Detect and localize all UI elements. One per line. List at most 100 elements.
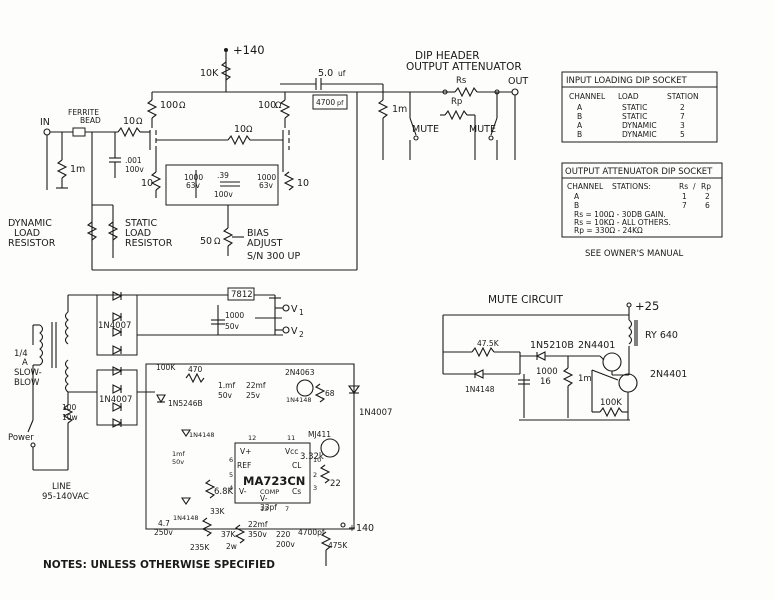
output-table-header-slash: / — [693, 182, 696, 191]
cap-47: 4.7 — [158, 519, 170, 528]
input-table-header-station: STATION — [667, 92, 699, 101]
cap-220-v: 200v — [276, 540, 295, 549]
cap-1mf-50: 1mf — [172, 450, 185, 458]
zener-1n5210b: 1N5210B — [530, 340, 574, 351]
cap-5uf-unit: uf — [338, 69, 346, 78]
r-100k: 100K — [156, 363, 176, 372]
transistor-2n4401-a: 2N4401 — [578, 340, 615, 351]
r-1m-input: 1m — [70, 164, 85, 175]
table-cell: A — [577, 121, 583, 130]
table-cell: 7 — [680, 112, 685, 121]
r-100-left: 100 — [160, 100, 178, 111]
r-100-10w: 100 — [62, 403, 77, 412]
supply-label-bottom: +140 — [348, 523, 374, 534]
zener-1n5246b: 1N5246B — [168, 399, 203, 408]
transistor-2n4401-b: 2N4401 — [650, 369, 687, 380]
pin-12: 12 — [248, 434, 256, 442]
r-100-10w-power: 10w — [62, 413, 78, 422]
r-100k-mute: 100K — [600, 398, 622, 408]
r-475k: 475K — [328, 541, 348, 550]
table-cell: 1 — [682, 192, 687, 201]
fuse-slow: SLOW- — [14, 368, 42, 378]
table-cell: B — [577, 130, 582, 139]
mute-switch-b: MUTE — [469, 124, 496, 135]
cap-22mf-v: 25v — [246, 391, 261, 400]
bead-label: BEAD — [80, 116, 101, 125]
output-table-header-rp: Rp — [701, 182, 711, 191]
pin-4: 4 — [229, 484, 233, 492]
transistor-mj411: MJ411 — [308, 430, 331, 439]
cap-1000-psu: 1000 — [225, 311, 244, 320]
transistor-2n4063: 2N4063 — [285, 368, 315, 377]
ic-pin-vplus: V+ — [240, 447, 251, 456]
rp-label: Rp — [451, 97, 462, 107]
cap-22mf-bottom: 22mf — [248, 520, 268, 529]
hv-regulator-section: 100K 470 1.mf 50v 22mf 25v 2N4063 1N4148… — [137, 363, 392, 566]
r-475k-mute: 47.5K — [477, 339, 500, 348]
diode-1n4148-c: 1N4148 — [173, 514, 199, 522]
rs-label: Rs — [456, 76, 467, 86]
pin-6: 6 — [229, 456, 233, 464]
r-1m-mute: 1m — [578, 374, 592, 384]
r-10-source-left: 10 — [141, 178, 153, 189]
table-cell: B — [574, 201, 579, 210]
relay-label: RY 640 — [645, 330, 678, 341]
v2-label: V — [291, 326, 298, 337]
cap-220: 220 — [276, 530, 291, 539]
ohm-left: Ω — [179, 101, 186, 111]
static-load-label: LOAD — [125, 228, 151, 239]
r-33k: 33K — [210, 507, 226, 516]
see-manual-note: SEE OWNER'S MANUAL — [585, 249, 684, 259]
output-table-note: Rs = 10KΩ - ALL OTHERS. — [574, 218, 671, 227]
ic-pin-cs: Cs — [292, 487, 301, 496]
pin-2: 2 — [313, 471, 317, 479]
cap-33pf: 33pf — [260, 503, 277, 512]
output-table-header-channel: CHANNEL — [567, 182, 604, 191]
top-preamp-section: +140 10K 5.0 uf 4700 pf 100 Ω 100 Ω — [8, 43, 528, 271]
r-10-gate-mid: 10 — [234, 124, 246, 135]
ic-pin-vminus: V- — [260, 494, 268, 503]
table-row: B DYNAMIC 5 — [577, 130, 685, 139]
cap-1mf-v: 50v — [218, 391, 233, 400]
r-10-gate-left: 10 — [123, 116, 135, 127]
ohm-gl: Ω — [136, 117, 143, 127]
diode-1n4148-a: 1N4148 — [286, 396, 312, 404]
r-470: 470 — [188, 365, 203, 374]
r-235k: 235K — [190, 543, 210, 552]
line-voltage-label: 95-140VAC — [42, 492, 89, 502]
dynamic-label: DYNAMIC — [8, 218, 52, 229]
ic-pin-vcc: Vcc — [285, 447, 298, 456]
input-table-header-load: LOAD — [618, 92, 639, 101]
cap-5uf-value: 5.0 — [318, 68, 333, 79]
output-attenuator-table: OUTPUT ATTENUATOR DIP SOCKET CHANNEL STA… — [561, 162, 723, 259]
fuse-rating: 1/4 — [14, 349, 28, 359]
r-332k: 3.32k — [300, 452, 324, 462]
mute-switch-a: MUTE — [412, 124, 439, 135]
pin-7: 7 — [285, 505, 289, 513]
ohm-gm: Ω — [246, 125, 253, 135]
dip-header-title: DIP HEADER — [415, 50, 480, 62]
cap-1000-mute: 1000 — [536, 367, 558, 377]
cap-39: .39 — [217, 171, 229, 180]
table-row: B 7 6 — [574, 201, 710, 210]
output-table-title: OUTPUT ATTENUATOR DIP SOCKET — [565, 167, 713, 177]
supply-label-top: +140 — [233, 43, 265, 57]
table-row: A STATIC 2 — [577, 103, 685, 112]
mute-circuit-title: MUTE CIRCUIT — [488, 294, 563, 306]
ic-ma723cn: MA723CN — [243, 474, 305, 488]
serial-label: S/N 300 UP — [247, 251, 300, 262]
v1-label: V — [291, 304, 298, 315]
table-cell: 3 — [680, 121, 685, 130]
bias-label: BIAS — [247, 228, 269, 239]
fuse-blow: BLOW — [14, 378, 40, 388]
ic-pin-cl: CL — [292, 461, 302, 470]
table-row: B STATIC 7 — [577, 112, 685, 121]
cap-1000-left-v: 63v — [186, 181, 201, 190]
power-supply-section: 1/4 A SLOW- BLOW 1N4007 1N4007 7812 — [8, 287, 304, 502]
output-table-header-stations: STATIONS: — [612, 182, 651, 191]
r-68k: 6.8K — [214, 487, 234, 497]
r-68: 68 — [325, 389, 335, 398]
ferrite-label: FERRITE — [68, 108, 99, 117]
cap-1mf: 1.mf — [218, 381, 235, 390]
